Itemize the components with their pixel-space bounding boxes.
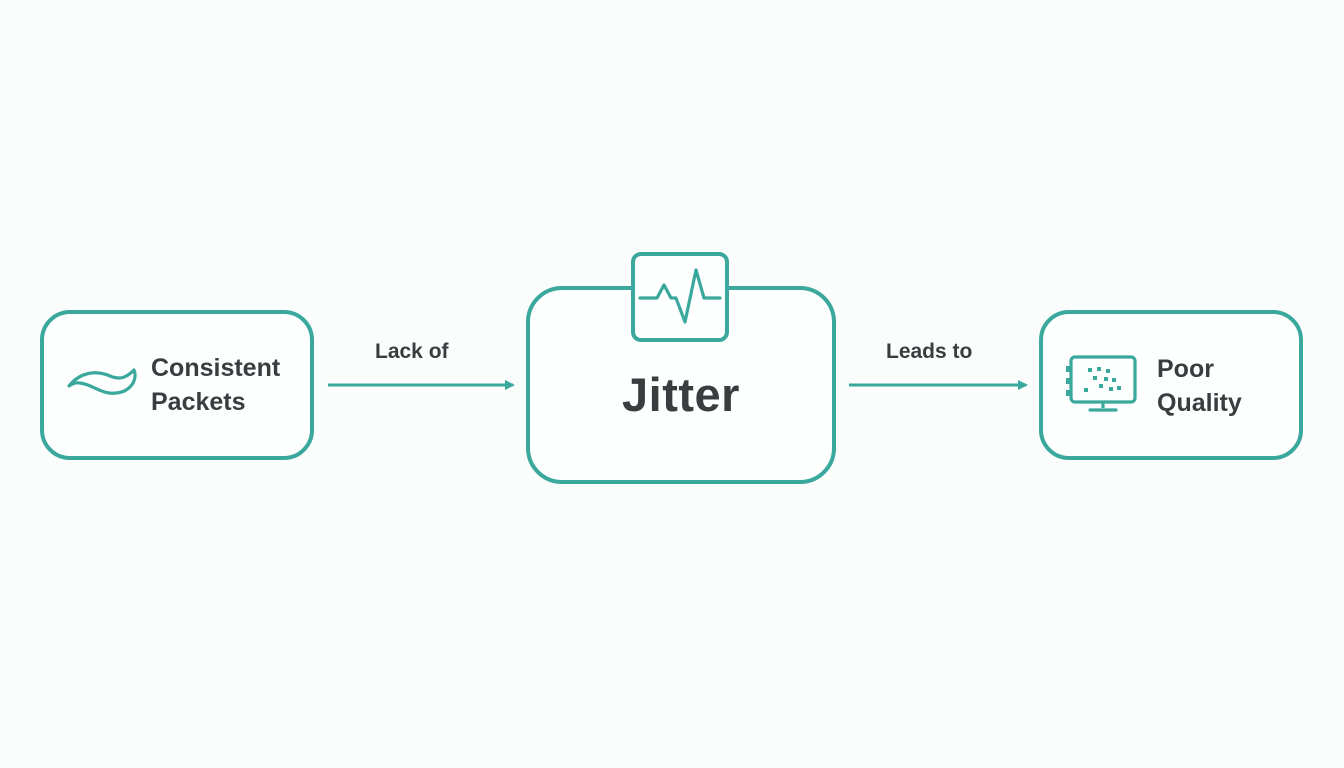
node-jitter-label: Jitter [622, 368, 740, 421]
node-label-line: Quality [1157, 389, 1242, 417]
node-label-line: Packets [151, 388, 246, 416]
node-label-line: Poor [1157, 355, 1214, 383]
heartbeat-badge [631, 252, 729, 342]
edge-label-leads-to: Leads to [886, 340, 973, 363]
node-consistent-packets-label: Consistent Packets [151, 351, 280, 419]
node-poor-quality-label: Poor Quality [1157, 352, 1242, 420]
node-label-line: Consistent [151, 354, 281, 382]
edge-label-lack-of: Lack of [375, 340, 449, 363]
